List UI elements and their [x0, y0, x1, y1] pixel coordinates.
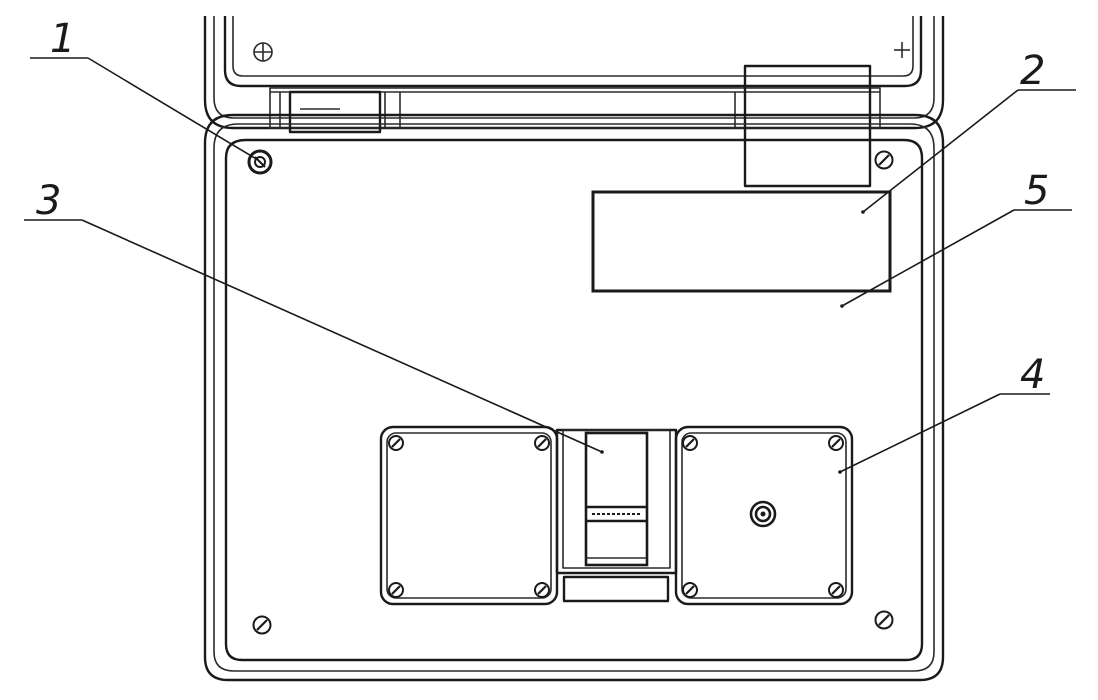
- callout-1: 1: [30, 16, 259, 161]
- lid-plus-mark-icon: [894, 42, 910, 58]
- lid: [203, 16, 945, 130]
- screw-top-right-icon: [874, 150, 894, 170]
- callout-5: 5: [840, 168, 1072, 308]
- base-body: [203, 113, 945, 682]
- center-screw-icon: [749, 500, 777, 528]
- left-panel: [379, 425, 559, 606]
- screw-bottom-right-icon: [874, 610, 894, 630]
- callout-4: 4: [838, 352, 1050, 474]
- callout-2-label: 2: [1020, 48, 1045, 94]
- screw-left-panel-tl-icon: [388, 435, 404, 451]
- screw-left-panel-tr-icon: [534, 435, 550, 451]
- latch-block: [743, 64, 872, 188]
- callout-4-label: 4: [1020, 352, 1045, 398]
- connector-3: [584, 431, 649, 567]
- fitting-1-icon: [247, 149, 273, 175]
- screw-left-panel-bl-icon: [388, 582, 404, 598]
- callout-3: 3: [24, 178, 604, 454]
- callout-3-label: 3: [36, 178, 61, 224]
- screw-left-panel-br-icon: [534, 582, 550, 598]
- screw-bottom-left-icon: [252, 615, 272, 635]
- bottom-center-plate: [562, 575, 670, 603]
- screw-right-panel-br-icon: [828, 582, 844, 598]
- label-plate-2: [591, 190, 892, 293]
- callout-1-label: 1: [50, 16, 75, 62]
- screw-right-panel-tr-icon: [828, 435, 844, 451]
- lid-crosshair-left-icon: [253, 42, 273, 62]
- callout-2: 2: [861, 48, 1076, 214]
- screw-right-panel-bl-icon: [682, 582, 698, 598]
- slot-housing: [555, 428, 678, 575]
- hinge-strip: [269, 87, 881, 134]
- callout-5-label: 5: [1024, 168, 1049, 214]
- screw-right-panel-tl-icon: [682, 435, 698, 451]
